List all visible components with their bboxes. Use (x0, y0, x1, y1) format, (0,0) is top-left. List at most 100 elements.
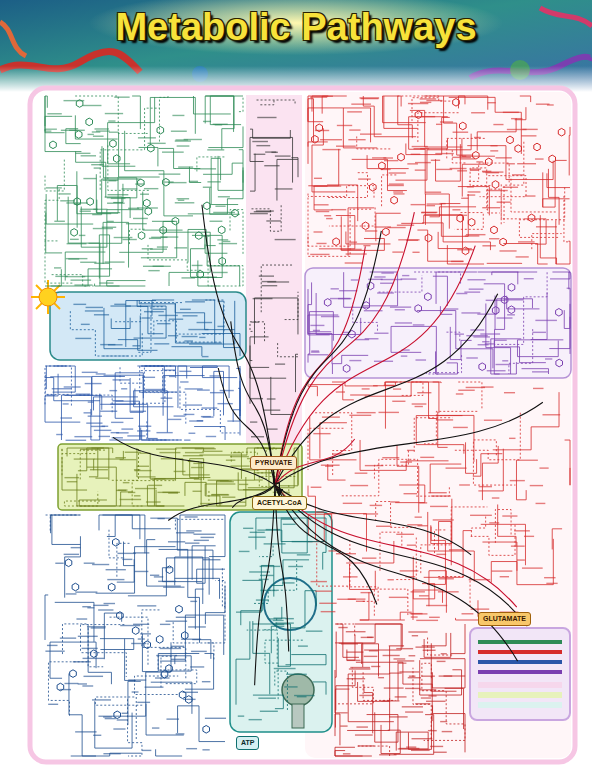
pathway-line (236, 368, 240, 411)
tiny-label-mark (460, 158, 475, 159)
pathway-line (498, 504, 516, 545)
tiny-label-mark (358, 745, 374, 746)
molecule-ring (65, 559, 72, 567)
tiny-label-mark (547, 104, 554, 105)
molecule-ring (391, 196, 398, 204)
pathway-line (261, 265, 292, 312)
tiny-label-mark (398, 239, 419, 240)
metabolite-box: ATP (236, 736, 259, 750)
tiny-label-mark (105, 113, 123, 114)
poster-title: Metabolic Pathways (0, 6, 592, 49)
tiny-label-mark (107, 579, 124, 580)
tiny-label-mark (256, 145, 270, 146)
tiny-label-mark (64, 554, 79, 555)
tiny-label-mark (420, 98, 437, 99)
tiny-label-mark (116, 432, 128, 433)
tiny-label-mark (103, 753, 120, 754)
tiny-label-mark (497, 317, 513, 318)
pathway-line (507, 296, 540, 309)
tiny-label-mark (137, 605, 156, 606)
tiny-label-mark (378, 677, 384, 678)
tiny-label-mark (321, 611, 336, 612)
tiny-label-mark (361, 637, 373, 638)
tiny-label-mark (452, 157, 471, 158)
tiny-label-mark (111, 422, 123, 423)
pathway-line (477, 299, 532, 314)
pathway-line (382, 175, 397, 206)
tiny-label-mark (497, 201, 511, 202)
tiny-label-mark (484, 420, 502, 421)
tiny-label-mark (105, 261, 125, 262)
tiny-label-mark (470, 170, 478, 171)
tiny-label-mark (427, 203, 442, 204)
tiny-label-mark (387, 579, 393, 580)
pathway-line (494, 272, 547, 344)
tiny-label-mark (183, 404, 202, 405)
pathway-line (193, 96, 230, 114)
tiny-label-mark (392, 401, 405, 402)
pathway-line (285, 292, 298, 320)
tiny-label-mark (409, 655, 416, 656)
tiny-label-mark (436, 124, 442, 125)
tiny-label-mark (73, 304, 86, 305)
tiny-label-mark (168, 182, 186, 183)
tiny-label-mark (248, 536, 265, 537)
pathway-line (296, 354, 298, 392)
tiny-label-mark (347, 660, 361, 661)
tiny-label-mark (465, 235, 480, 236)
photosynthesis-region (50, 292, 246, 360)
molecule-ring (70, 670, 77, 678)
pathway-line (379, 275, 422, 292)
tiny-label-mark (185, 452, 204, 453)
tiny-label-mark (251, 321, 258, 322)
pathway-line (556, 220, 570, 264)
tiny-label-mark (361, 592, 373, 593)
tiny-label-mark (125, 452, 141, 453)
pathway-line (415, 487, 449, 496)
tiny-label-mark (510, 480, 525, 481)
pathway-line (70, 311, 129, 356)
tiny-label-mark (223, 241, 231, 242)
tiny-label-mark (431, 495, 451, 496)
pathway-line (504, 142, 524, 223)
molecule-ring (333, 238, 340, 246)
pathway-line (100, 404, 157, 438)
tiny-label-mark (192, 265, 203, 266)
tiny-label-mark (186, 748, 197, 749)
tiny-label-mark (88, 401, 94, 402)
tiny-label-mark (54, 221, 65, 222)
tiny-label-mark (96, 373, 106, 374)
pathway-line (547, 173, 570, 187)
tiny-label-mark (201, 407, 217, 408)
pathway-line (160, 615, 224, 661)
pathway-line (335, 689, 349, 727)
pathway-line (416, 416, 464, 454)
tiny-label-mark (408, 631, 427, 632)
tiny-label-mark (105, 718, 116, 719)
pathway-line (374, 589, 408, 616)
tiny-label-mark (142, 750, 151, 751)
tiny-label-mark (502, 515, 517, 516)
tiny-label-mark (183, 315, 198, 316)
sun-ray (36, 285, 60, 309)
pathway-line (250, 337, 269, 361)
tiny-label-mark (185, 542, 199, 543)
tiny-label-mark (65, 276, 85, 277)
tiny-label-mark (213, 272, 228, 273)
pathway-line (549, 317, 570, 349)
tiny-label-mark (407, 163, 418, 164)
tiny-label-mark (374, 333, 388, 334)
pathway-line (314, 186, 341, 210)
tiny-label-mark (184, 414, 195, 415)
tiny-label-mark (78, 683, 87, 684)
sun-ray (36, 285, 60, 309)
tiny-label-mark (273, 620, 284, 621)
tiny-label-mark (419, 502, 427, 503)
pathway-line (46, 213, 62, 253)
tiny-label-mark (340, 725, 347, 726)
legend-bar (478, 682, 562, 688)
tiny-label-mark (459, 484, 470, 485)
tiny-label-mark (271, 152, 277, 153)
tiny-label-mark (321, 465, 340, 466)
pathway-line (565, 440, 570, 485)
